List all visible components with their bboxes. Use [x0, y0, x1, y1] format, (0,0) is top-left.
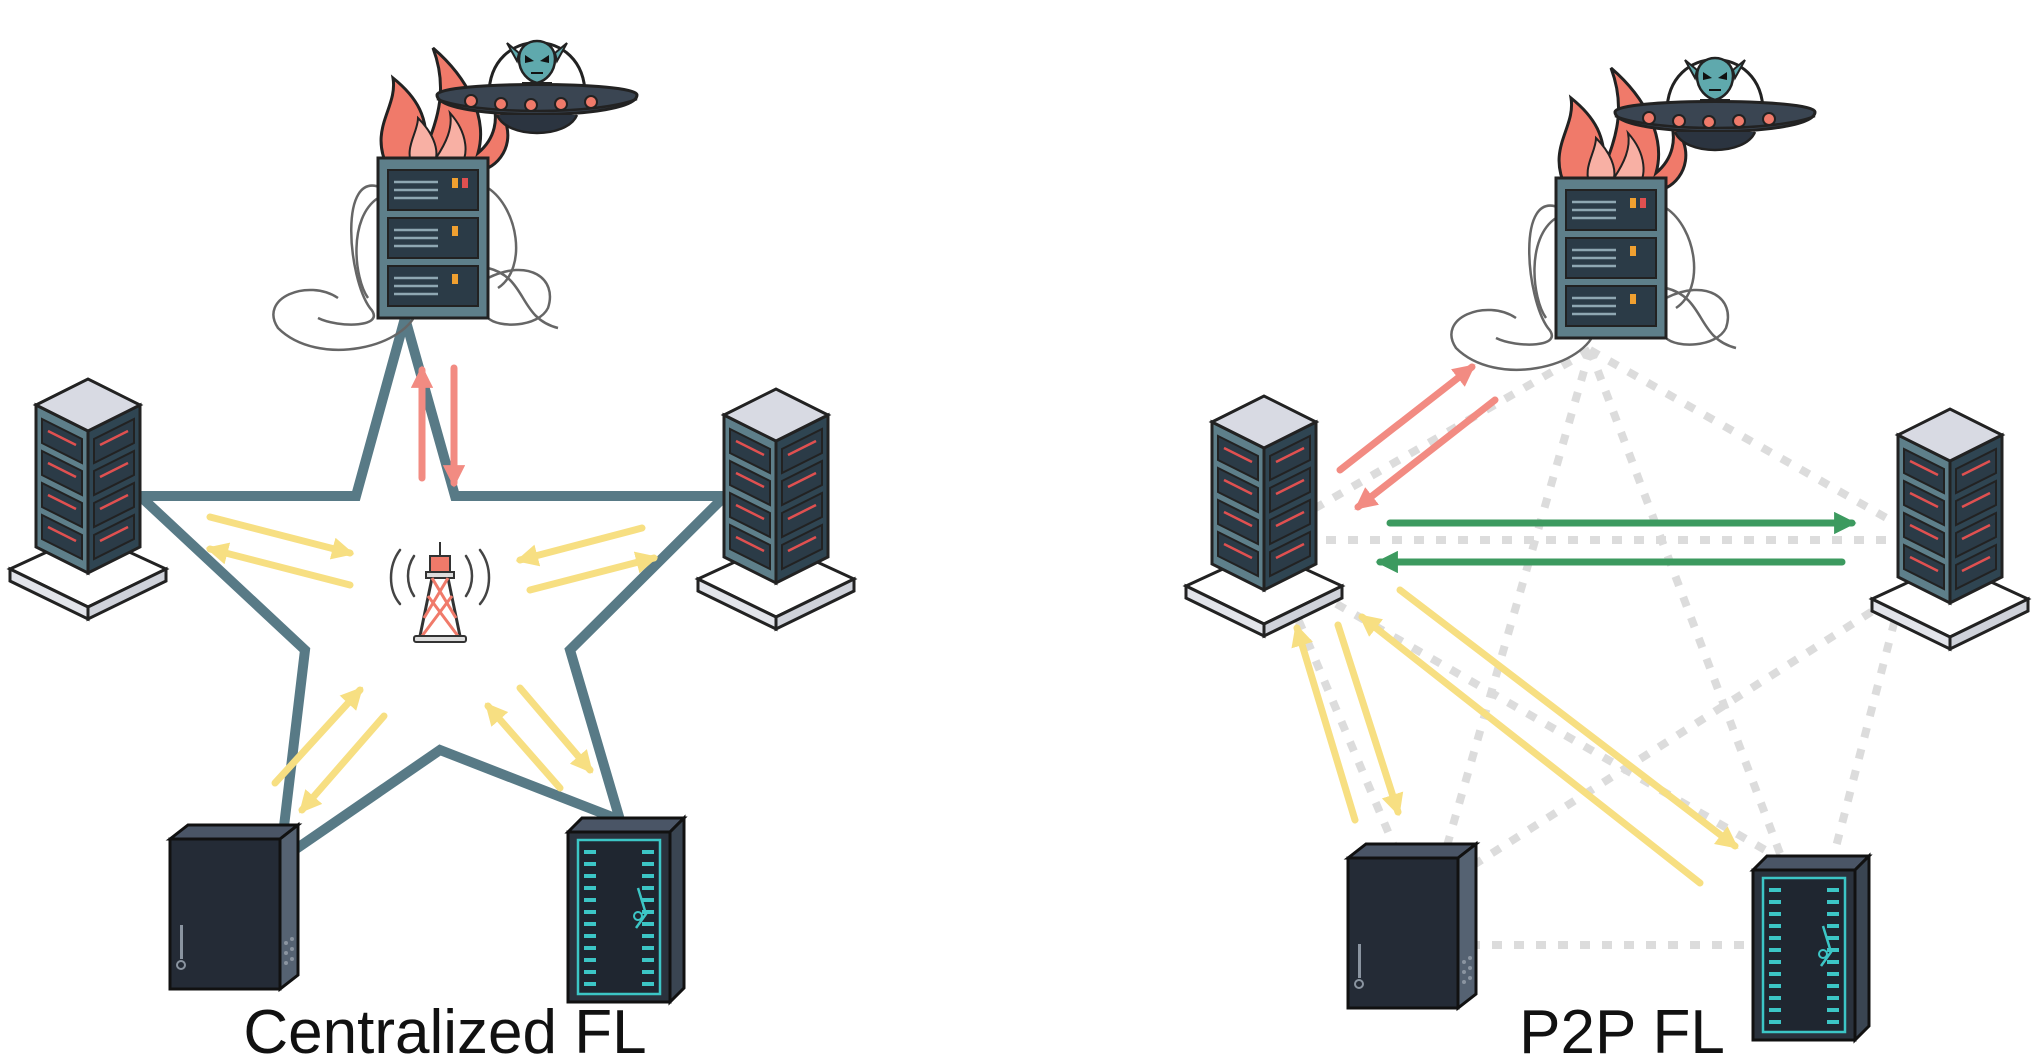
p2p-fl-diagram: P2P FL [1184, 56, 2030, 1059]
client-right-server-icon [696, 387, 856, 631]
peer-right-server-icon [1870, 407, 2030, 651]
centralized-arrows [205, 364, 659, 814]
benign-arrow [515, 524, 646, 567]
benign-arrow [1396, 586, 1739, 850]
peer-left-server-icon [1184, 394, 1344, 638]
antenna-tower-icon [389, 540, 491, 644]
benign-arrow [271, 686, 364, 787]
benign-arrow [1334, 621, 1404, 817]
client-tower-pc-icon [168, 823, 300, 991]
benign-arrow [1358, 613, 1704, 887]
peer-tower-pc-icon [1346, 842, 1478, 1010]
benign-arrow [298, 712, 388, 814]
benign-arrow [206, 513, 355, 560]
centralized-fl-diagram: Centralized FL [8, 39, 856, 1059]
benign-arrow [1291, 623, 1359, 824]
client-rack-cabinet-icon [566, 816, 686, 1004]
benign-arrow [526, 551, 659, 594]
benign-arrow [205, 542, 354, 589]
peer-rack-cabinet-icon [1751, 854, 1871, 1042]
benign-arrow [484, 702, 564, 792]
malicious-arrow [1336, 363, 1476, 474]
centralized-fl-caption: Centralized FL [243, 998, 646, 1059]
star-topology-links [127, 299, 738, 871]
p2p-arrows [1291, 363, 1857, 887]
malicious-arrow [1354, 396, 1499, 511]
p2p-fl-caption: P2P FL [1519, 998, 1725, 1059]
benign-arrow [516, 684, 594, 774]
